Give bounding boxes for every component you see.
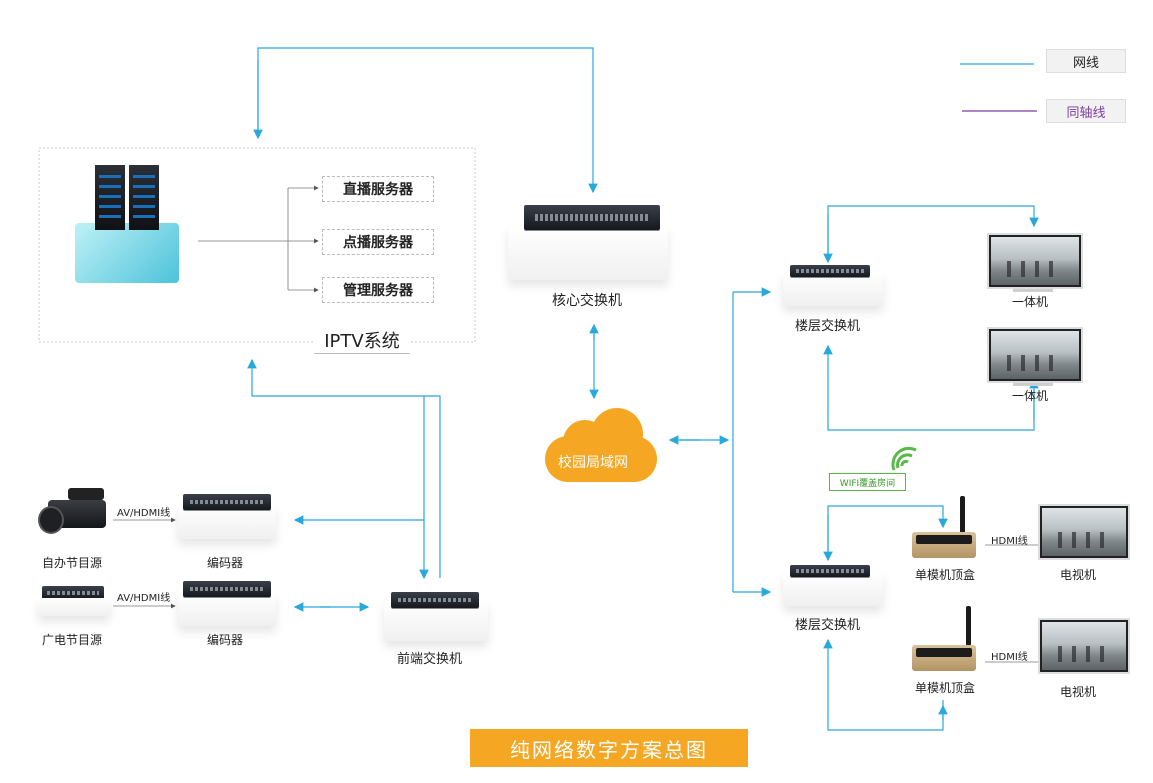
legend-network-cable: 网线 (1046, 49, 1126, 73)
broadcast-source-icon (42, 586, 104, 600)
wifi-icon (893, 450, 921, 474)
av-cable-1-label: AV/HDMI线 (117, 508, 171, 519)
camera-icon (38, 488, 112, 542)
all-in-one-top-icon (987, 233, 1083, 289)
stb-bottom-label: 单模机顶盒 (915, 681, 976, 695)
core-switch-label: 核心交换机 (552, 293, 622, 309)
broadcast-source-pedestal (38, 598, 110, 616)
stb-top-antenna (960, 496, 965, 536)
live-server-label: 直播服务器 (343, 182, 413, 198)
all-in-one-top-stand (1013, 289, 1053, 292)
core-switch-icon (524, 205, 660, 230)
floor-switch-top-icon (790, 265, 870, 277)
iptv-system-text: IPTV系统 (324, 331, 400, 352)
hdmi-bottom-label: HDMI线 (991, 652, 1028, 663)
tv-top-icon (1038, 504, 1130, 560)
vod-server-box: 点播服务器 (322, 229, 434, 255)
floor-switch-top-pedestal (783, 272, 883, 306)
tv-top-label: 电视机 (1060, 568, 1097, 582)
hdmi-top-label: HDMI线 (991, 536, 1028, 547)
floor-switch-bottom-pedestal (783, 572, 883, 606)
all-in-one-bottom-stand (1013, 383, 1053, 386)
wifi-coverage-tag: WIFI覆盖房间 (829, 473, 906, 491)
broadcast-source-label: 广电节目源 (42, 633, 103, 647)
stb-top-label: 单模机顶盒 (915, 568, 976, 582)
tv-bottom-icon (1038, 618, 1130, 674)
floor-switch-top-label: 楼层交换机 (795, 319, 861, 334)
tv-bottom-label: 电视机 (1060, 685, 1097, 699)
encoder-1-label: 编码器 (207, 556, 244, 570)
self-made-source-label: 自办节目源 (42, 556, 103, 570)
server-cluster-icon (75, 165, 185, 290)
campus-lan-cloud-icon (545, 408, 657, 482)
wifi-coverage-label: WIFI覆盖房间 (839, 478, 896, 489)
legend-coax-cable: 同轴线 (1046, 99, 1126, 123)
live-server-box: 直播服务器 (322, 176, 434, 202)
management-server-box: 管理服务器 (322, 277, 434, 303)
legend-coax-label: 同轴线 (1066, 105, 1106, 121)
diagram-title-banner: 纯网络数字方案总图 (470, 729, 748, 767)
core-switch-pedestal (508, 226, 668, 280)
encoder-2-pedestal (178, 592, 276, 626)
stb-top-icon (912, 532, 976, 558)
campus-lan-label: 校园局域网 (558, 455, 628, 471)
front-switch-icon (391, 592, 479, 608)
front-switch-label: 前端交换机 (397, 652, 463, 667)
vod-server-label: 点播服务器 (343, 235, 413, 251)
all-in-one-top-label: 一体机 (1012, 295, 1049, 309)
floor-switch-bottom-label: 楼层交换机 (795, 618, 861, 633)
all-in-one-bottom-icon (987, 327, 1083, 383)
stb-bottom-antenna (966, 606, 971, 646)
encoder-2-icon (183, 581, 271, 597)
management-server-label: 管理服务器 (343, 283, 413, 299)
iptv-system-label: IPTV系统 (314, 327, 410, 354)
stb-bottom-icon (912, 645, 976, 671)
all-in-one-bottom-label: 一体机 (1012, 389, 1049, 403)
diagram-title: 纯网络数字方案总图 (510, 737, 708, 762)
encoder-1-icon (183, 494, 271, 510)
encoder-1-pedestal (178, 505, 276, 539)
floor-switch-bottom-icon (790, 565, 870, 577)
encoder-2-label: 编码器 (207, 633, 244, 647)
legend-network-label: 网线 (1072, 55, 1099, 71)
av-cable-2-label: AV/HDMI线 (117, 593, 171, 604)
